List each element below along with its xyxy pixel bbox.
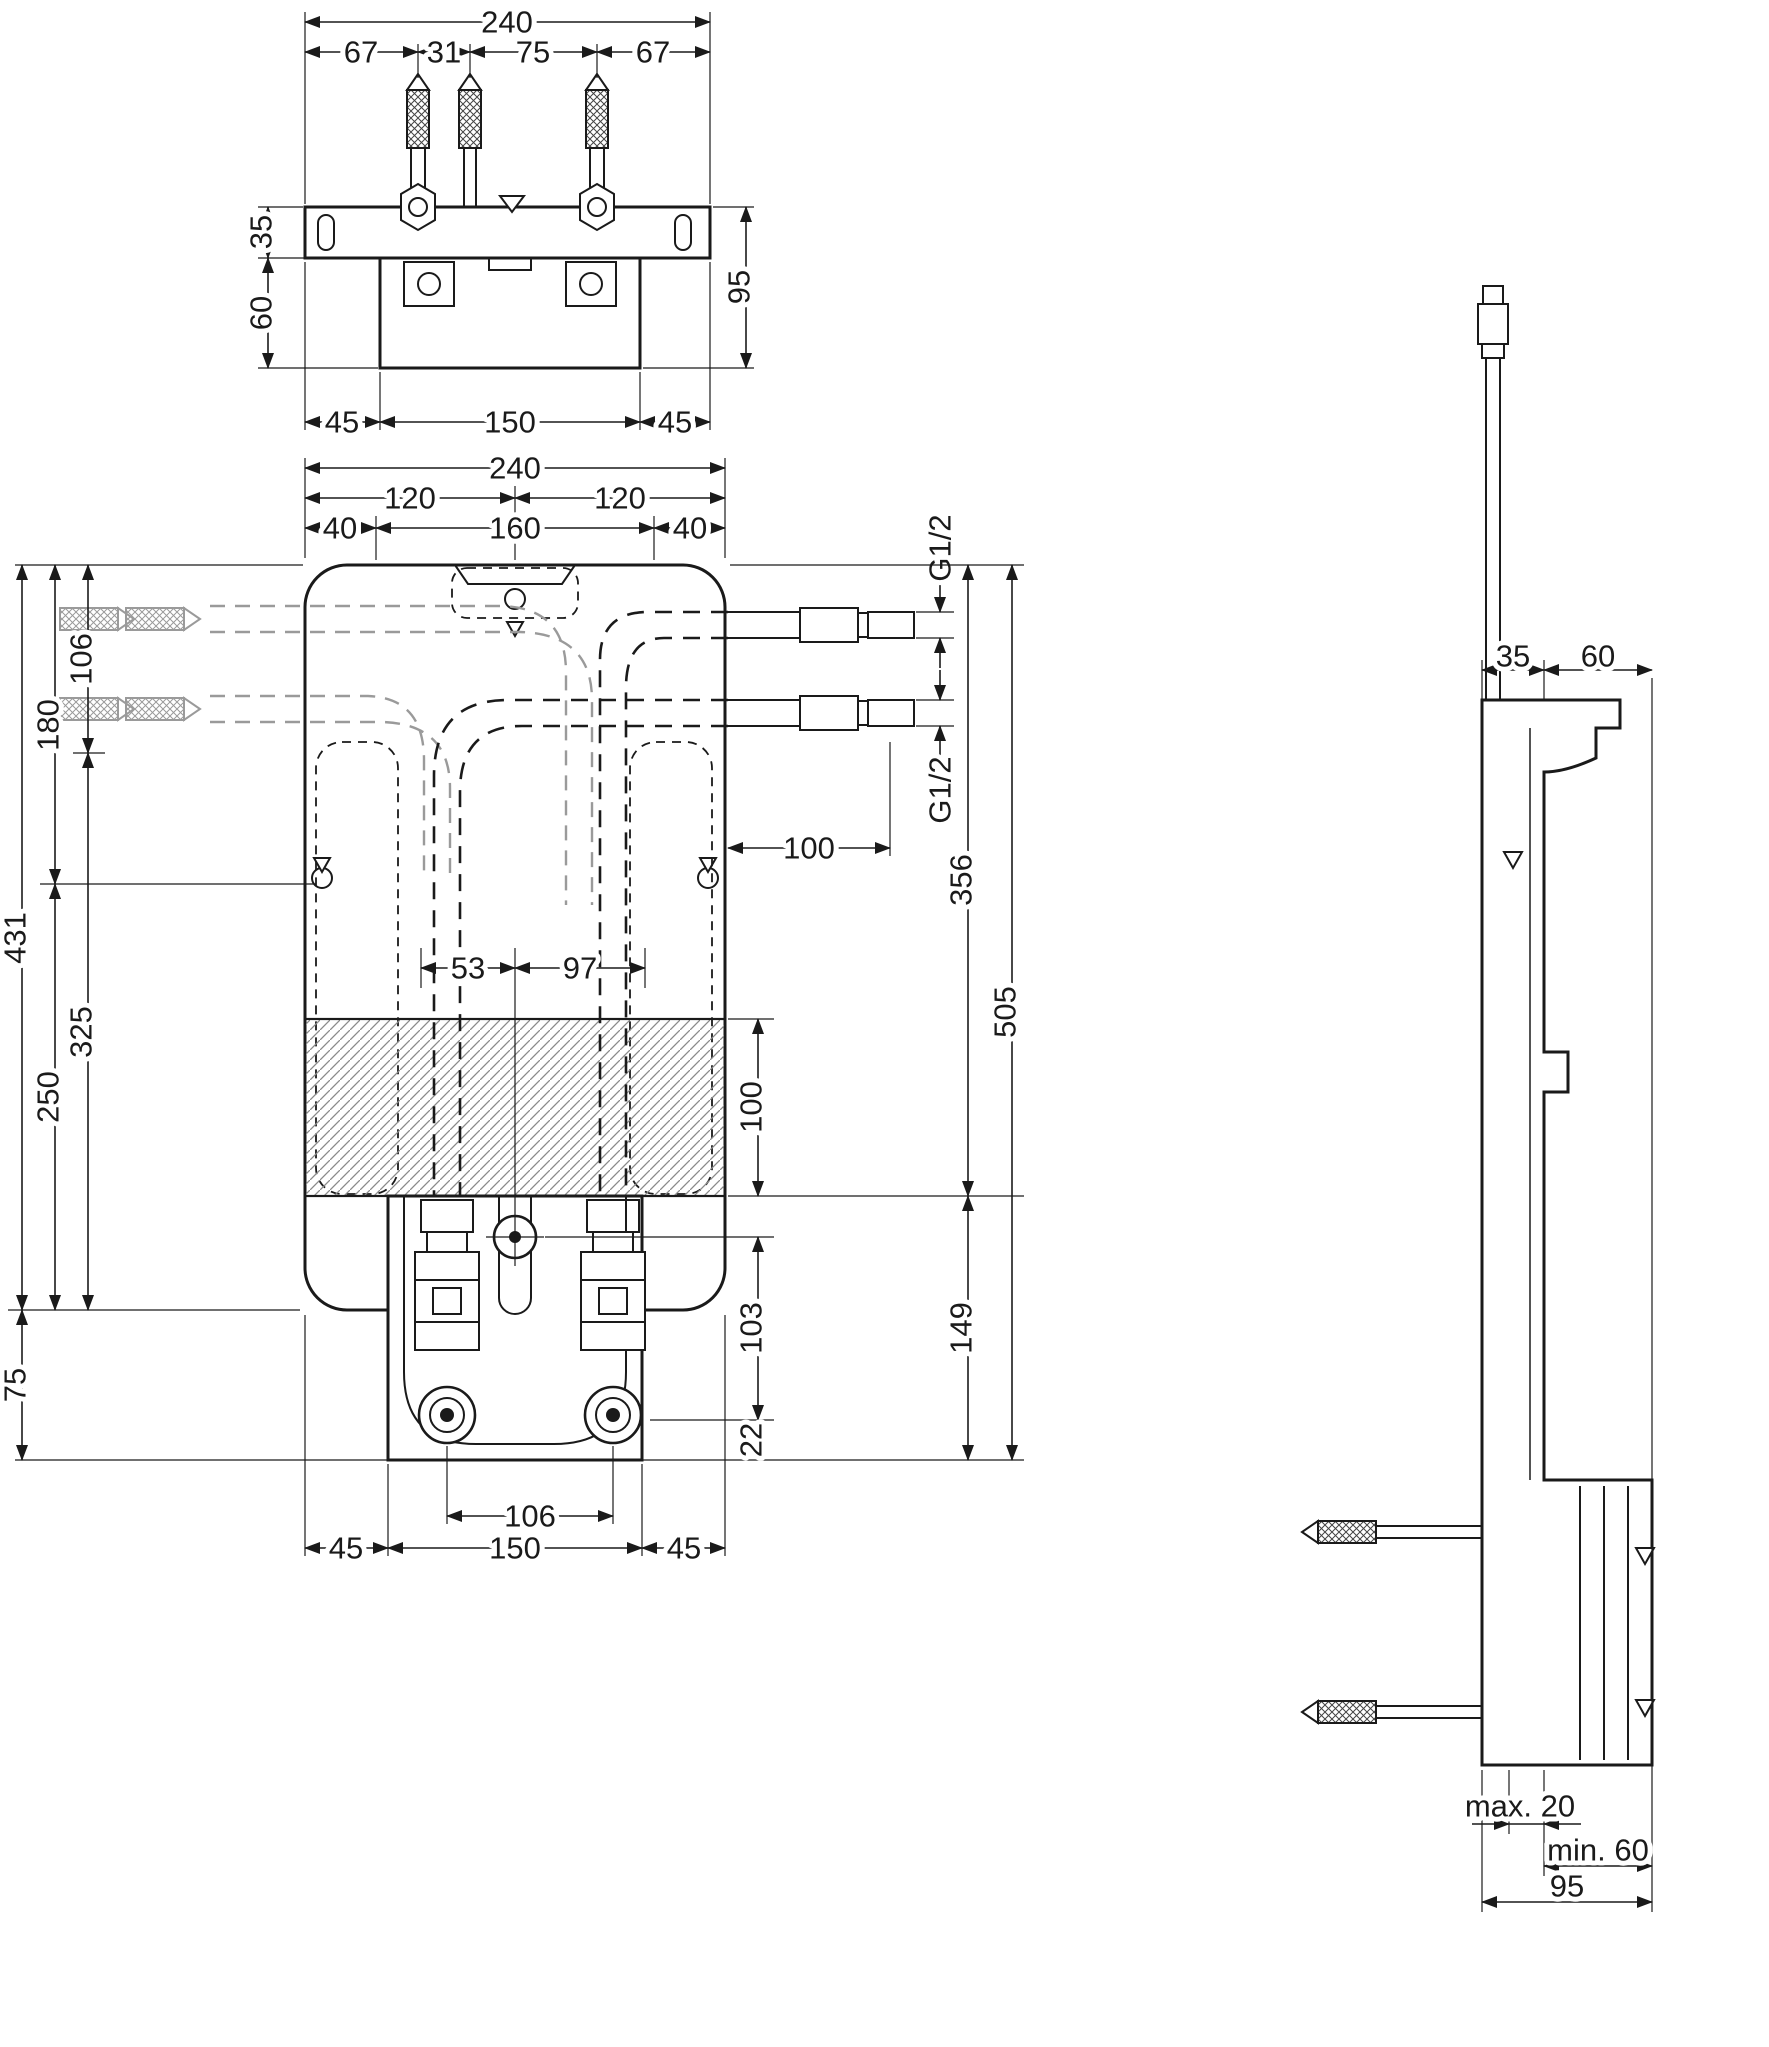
dim-front-53: 53 [451, 951, 485, 986]
dim-top-h-upper: 35 [244, 215, 279, 249]
dim-front-505: 505 [988, 986, 1023, 1038]
hex-nut [400, 182, 436, 232]
dim-front-97: 97 [563, 951, 597, 986]
dim-front-149: 149 [944, 1302, 979, 1354]
dim-front-total: 240 [489, 451, 541, 486]
dim-front-75: 75 [0, 1368, 33, 1402]
dim-front-250: 250 [31, 1071, 66, 1123]
dim-front-bot-45r: 45 [667, 1531, 701, 1566]
hex-nut [579, 182, 615, 232]
dim-front-106: 106 [64, 633, 99, 685]
front-view: 240 120 120 40 160 40 106 180 431 325 [0, 446, 1028, 1571]
dim-top-h-lower: 60 [244, 296, 279, 330]
riser-pipe [1477, 285, 1509, 700]
dim-side-60: 60 [1581, 639, 1615, 674]
alignment-mark [498, 195, 526, 214]
dim-side-min60: min. 60 [1547, 1833, 1649, 1868]
alignment-mark [1502, 851, 1524, 871]
mounting-bar [303, 182, 712, 370]
dim-side-35: 35 [1496, 639, 1530, 674]
dim-top-seg-c: 75 [516, 35, 550, 70]
dim-front-bot-45l: 45 [329, 1531, 363, 1566]
dim-front-180: 180 [31, 699, 66, 751]
dim-front-mid: 160 [489, 511, 541, 546]
top-view-dimensions: 240 67 31 75 67 35 60 95 [239, 0, 762, 445]
dim-side-max20: max. 20 [1465, 1789, 1575, 1824]
dim-front-bot-150: 150 [489, 1531, 541, 1566]
alignment-mark [1634, 1699, 1656, 1719]
dim-front-431: 431 [0, 912, 33, 964]
dim-top-seg-a: 67 [344, 35, 378, 70]
dim-top-bot-m: 150 [484, 405, 536, 440]
dim-side-95: 95 [1550, 1869, 1584, 1904]
hidden-pipes [210, 604, 728, 1212]
side-view-dimensions: 35 60 max. 20 min. 60 95 [1460, 634, 1654, 1912]
dim-front-22: 22 [734, 1423, 769, 1457]
connection-pipe-bottom [728, 695, 915, 731]
side-profile [1480, 698, 1654, 1767]
pipe-channels [1579, 1486, 1656, 1760]
dim-thread-top: G1/2 [923, 514, 958, 581]
top-fixing-hole [504, 588, 526, 610]
dim-hatch-100: 100 [734, 1081, 769, 1133]
dim-thread-bottom: G1/2 [923, 756, 958, 823]
side-view: 35 60 max. 20 min. 60 95 [1301, 285, 1656, 1912]
dim-front-356: 356 [944, 854, 979, 906]
lower-valve-block [386, 1194, 646, 1462]
dim-top-total: 240 [481, 5, 533, 40]
top-view: 240 67 31 75 67 35 60 95 [239, 0, 762, 445]
dim-front-103: 103 [734, 1302, 769, 1354]
connection-pipe-top [728, 607, 915, 643]
dim-front-half-l: 120 [384, 481, 436, 516]
front-view-dimensions: 240 120 120 40 160 40 106 180 431 325 [0, 446, 1028, 1571]
dim-pipe-100: 100 [783, 831, 835, 866]
alignment-mark [312, 857, 332, 875]
dim-top-bot-r: 45 [658, 405, 692, 440]
dim-top-h-total: 95 [722, 270, 757, 304]
dim-top-bot-l: 45 [325, 405, 359, 440]
dim-front-half-r: 120 [594, 481, 646, 516]
side-wall-anchors [1301, 1520, 1483, 1724]
dim-top-seg-b: 31 [427, 35, 461, 70]
alignment-mark [505, 621, 525, 639]
dim-top-seg-d: 67 [636, 35, 670, 70]
dim-front-325: 325 [64, 1006, 99, 1058]
alignment-mark [1634, 1547, 1656, 1567]
dim-front-edge-l: 40 [323, 511, 357, 546]
dim-front-edge-r: 40 [673, 511, 707, 546]
dim-front-bottom-106: 106 [504, 1499, 556, 1534]
